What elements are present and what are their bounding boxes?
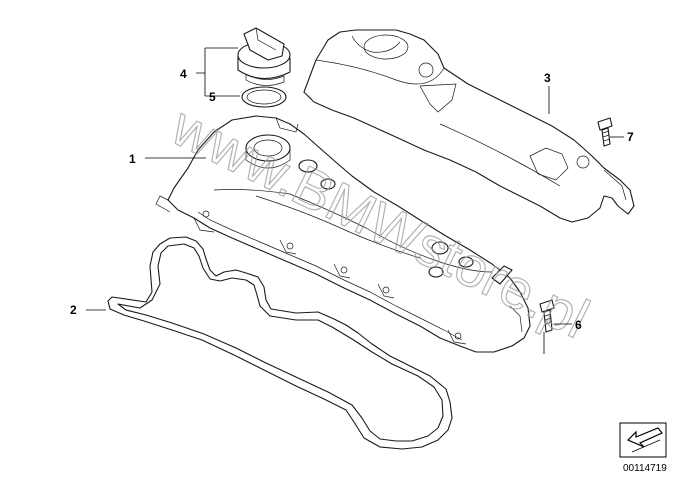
bolt-6-part[interactable] bbox=[539, 299, 555, 333]
gasket-part[interactable] bbox=[107, 236, 453, 450]
arrow-badge-icon bbox=[619, 422, 667, 458]
diagram-id: 00114719 bbox=[623, 463, 667, 474]
callout-number-6: 6 bbox=[575, 318, 582, 332]
callout-3[interactable]: 3 bbox=[544, 71, 551, 114]
callout-number-4: 4 bbox=[180, 67, 187, 81]
oil-filler-cap-part[interactable] bbox=[237, 27, 291, 86]
sealing-ring-part[interactable] bbox=[241, 86, 287, 108]
bolt-7-part[interactable] bbox=[597, 117, 613, 147]
cylinder-head-cover-part[interactable] bbox=[155, 115, 531, 353]
callout-2[interactable]: 2 bbox=[70, 303, 106, 317]
callout-number-5: 5 bbox=[209, 90, 216, 104]
callout-1[interactable]: 1 bbox=[129, 152, 206, 166]
callout-number-1: 1 bbox=[129, 152, 136, 166]
callout-number-3: 3 bbox=[544, 71, 551, 85]
callout-7[interactable]: 7 bbox=[610, 130, 634, 144]
callout-5[interactable]: 5 bbox=[209, 90, 216, 104]
callout-4[interactable]: 4 bbox=[180, 47, 240, 97]
callout-number-2: 2 bbox=[70, 303, 77, 317]
engine-cover-part[interactable] bbox=[303, 29, 635, 223]
callout-6[interactable]: 6 bbox=[543, 318, 582, 354]
callout-number-7: 7 bbox=[627, 130, 634, 144]
